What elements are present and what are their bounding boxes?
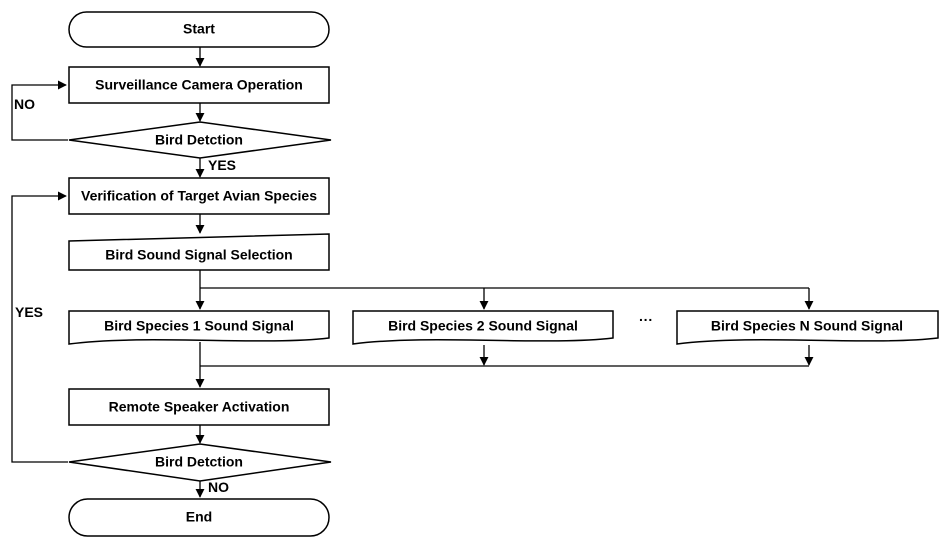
node-start-label: Start <box>183 21 215 37</box>
terminator-shape <box>68 498 330 537</box>
node-detect-2-label: Bird Detction <box>155 454 243 470</box>
terminator-shape <box>68 11 330 48</box>
manual-input-shape <box>68 233 330 271</box>
node-verify-label: Verification of Target Avian Species <box>81 188 317 204</box>
arrow-yes-loop <box>11 191 68 463</box>
node-detect-1: Bird Detction <box>68 121 332 159</box>
node-speaker-label: Remote Speaker Activation <box>109 399 290 415</box>
process-shape <box>68 388 330 426</box>
node-select: Bird Sound Signal Selection <box>68 233 330 271</box>
node-species-n: Bird Species N Sound Signal <box>676 310 939 345</box>
node-species-2: Bird Species 2 Sound Signal <box>352 310 614 345</box>
edge-label-no-loop: NO <box>14 96 35 112</box>
node-species-n-label: Bird Species N Sound Signal <box>711 318 903 334</box>
node-end-label: End <box>186 509 212 525</box>
document-shape <box>68 310 330 345</box>
node-speaker: Remote Speaker Activation <box>68 388 330 426</box>
process-shape <box>68 66 330 104</box>
node-species-2-label: Bird Species 2 Sound Signal <box>388 318 578 334</box>
node-start: Start <box>68 11 330 48</box>
node-verify: Verification of Target Avian Species <box>68 177 330 215</box>
decision-shape <box>68 121 332 159</box>
document-shape <box>676 310 939 345</box>
node-species-1: Bird Species 1 Sound Signal <box>68 310 330 345</box>
arrow-no-loop <box>11 80 68 141</box>
node-camera: Surveillance Camera Operation <box>68 66 330 104</box>
node-detect-2: Bird Detction <box>68 443 332 482</box>
node-detect-1-label: Bird Detction <box>155 132 243 148</box>
node-select-label: Bird Sound Signal Selection <box>105 247 292 263</box>
connectors <box>11 47 814 498</box>
node-species-1-label: Bird Species 1 Sound Signal <box>104 318 294 334</box>
document-shape <box>352 310 614 345</box>
decision-shape <box>68 443 332 482</box>
process-shape <box>68 177 330 215</box>
ellipsis-label: ··· <box>639 312 653 328</box>
edge-label-yes-loop: YES <box>15 304 43 320</box>
edge-label-yes-down: YES <box>208 157 236 173</box>
node-end: End <box>68 498 330 537</box>
node-camera-label: Surveillance Camera Operation <box>95 77 303 93</box>
edge-label-no-down: NO <box>208 479 229 495</box>
